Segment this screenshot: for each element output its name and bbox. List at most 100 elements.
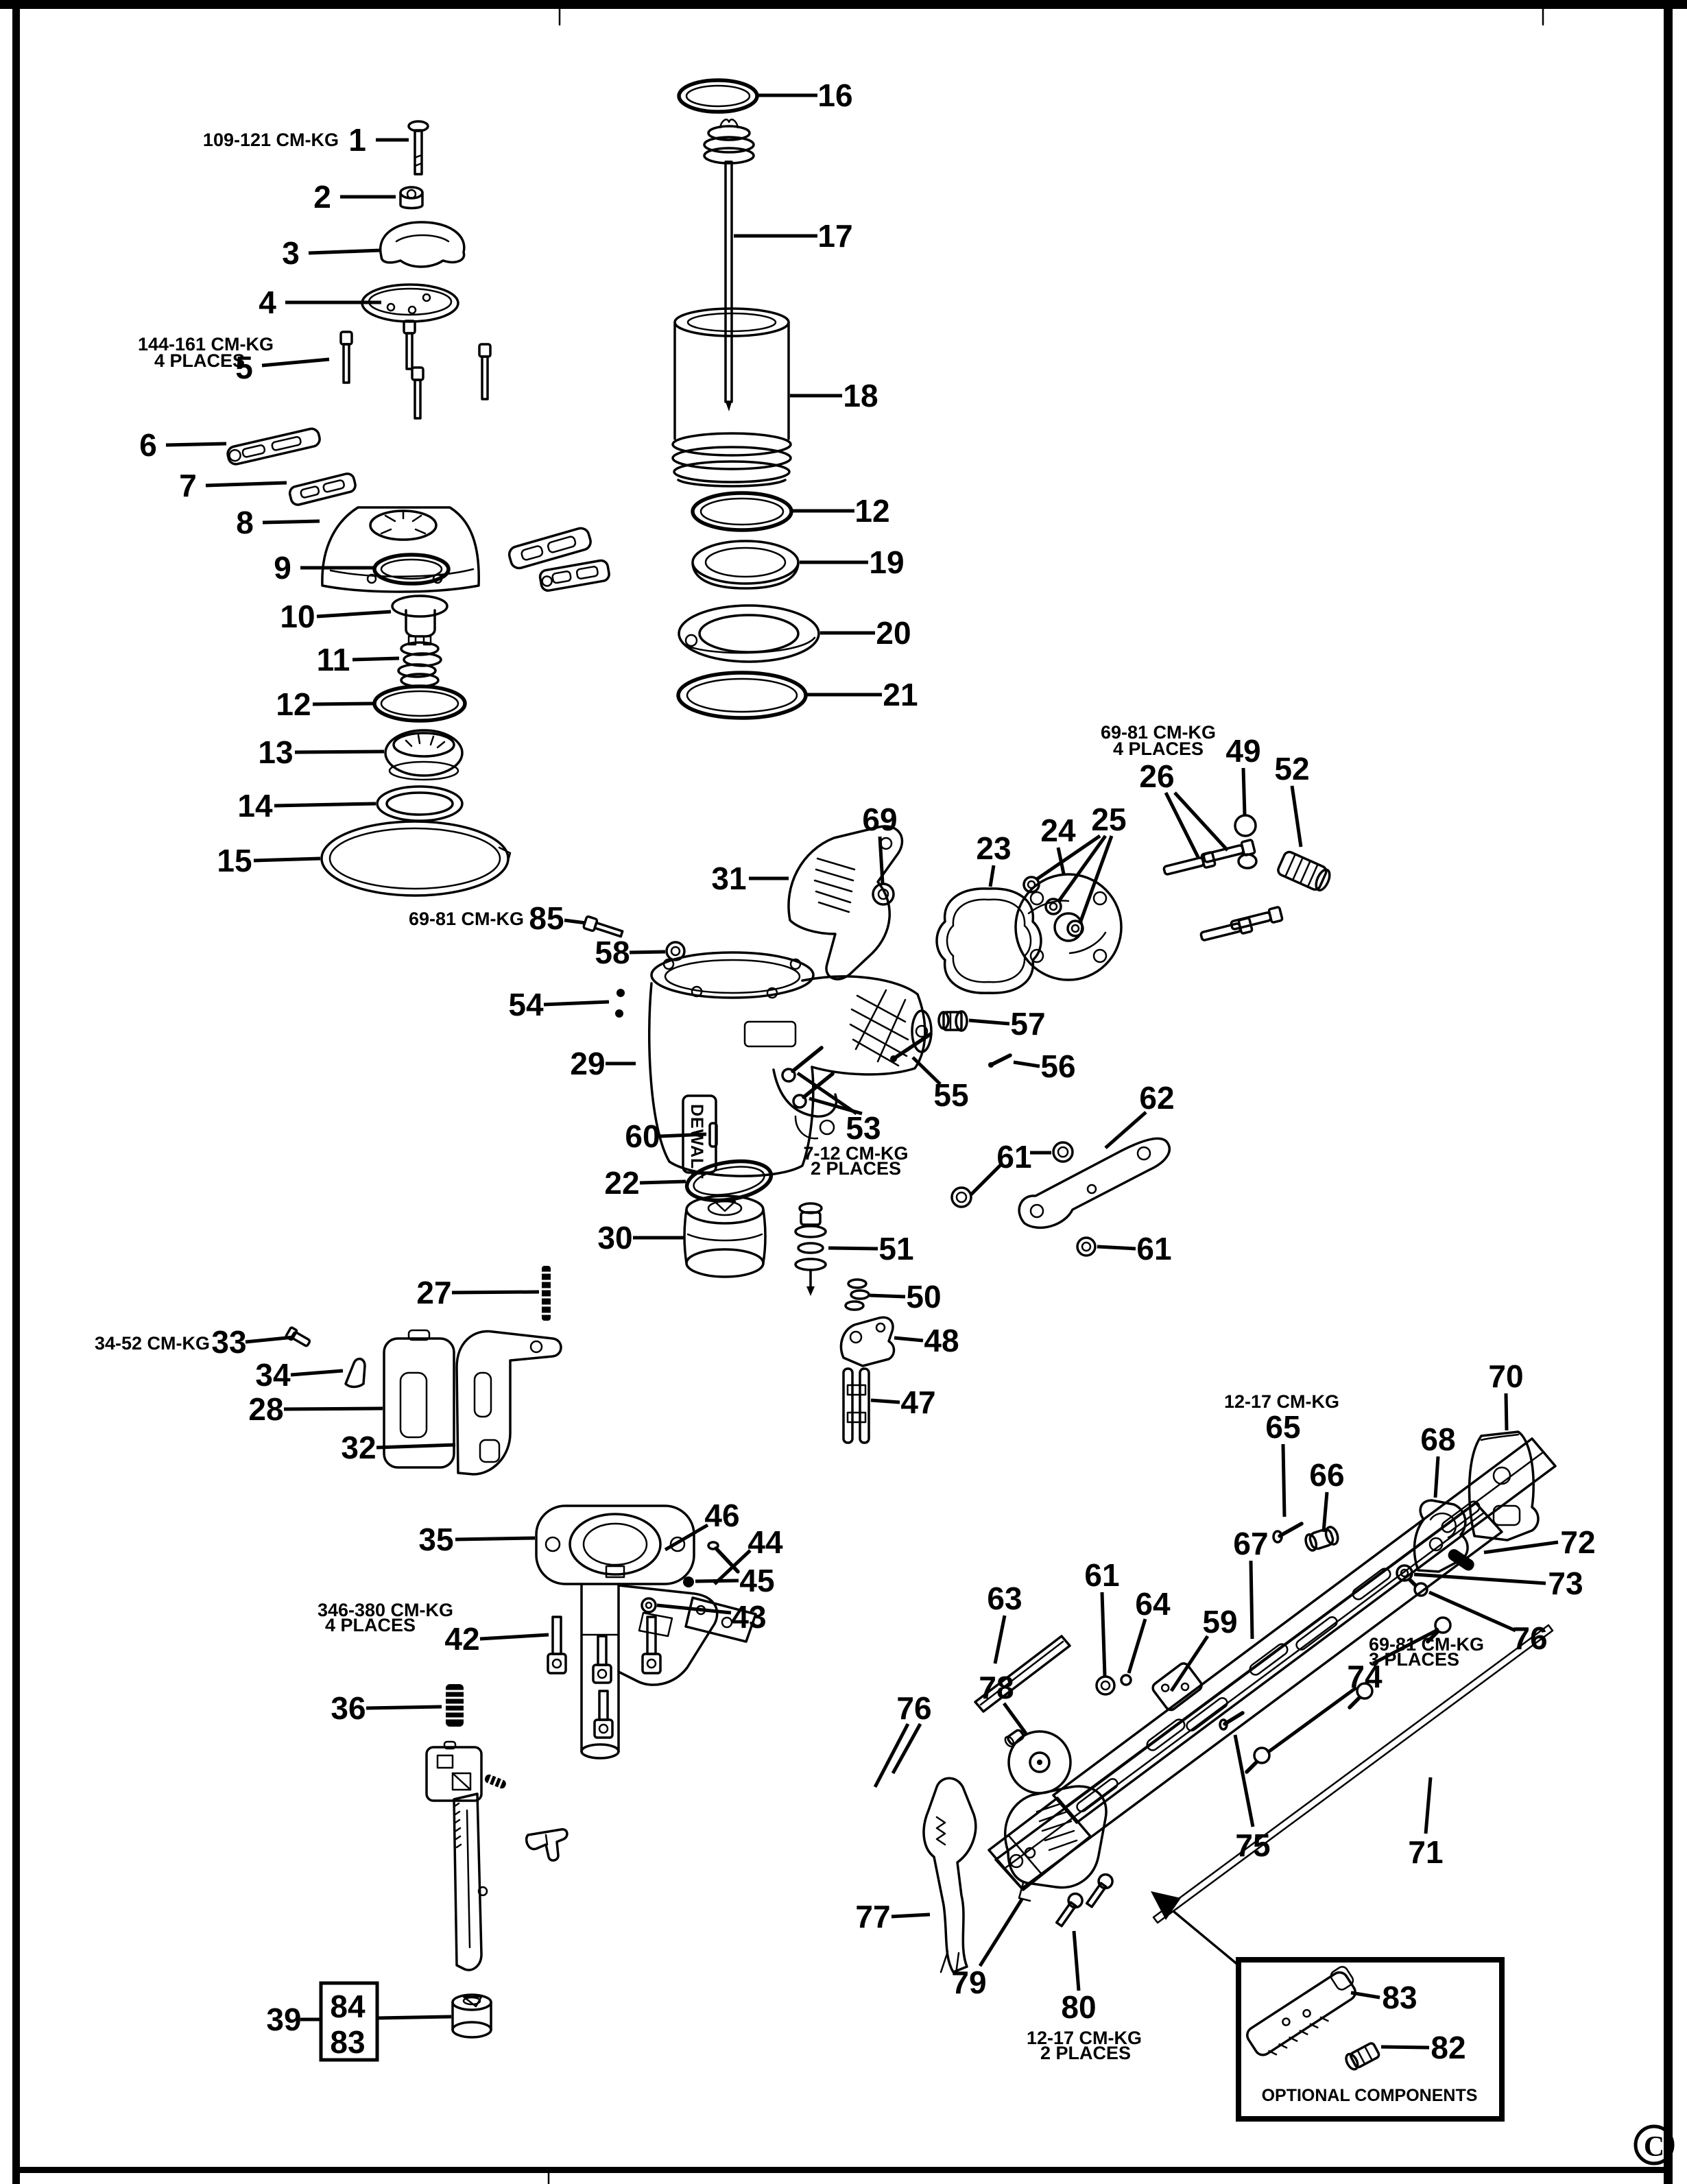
part-11-spring-drawing [397,641,442,688]
callout-1: 1 [348,122,366,158]
callout-80: 80 [1061,1989,1096,2025]
callout-18: 18 [843,378,878,413]
leader-line-27 [451,1290,540,1295]
leader-line-7 [205,481,287,488]
part-2-bushing-drawing [399,186,424,210]
leader-line-57 [968,1018,1010,1026]
callout-64: 64 [1135,1586,1171,1622]
part-61c-nut-drawing [1095,1675,1116,1696]
callout-62: 62 [1139,1080,1174,1116]
callout-21: 21 [883,677,918,712]
callout-39: 39 [266,2002,301,2037]
callout-50: 50 [906,1279,941,1315]
callout-12: 12 [854,493,889,529]
leader-line-49 [1241,767,1247,815]
callout-75: 75 [1235,1827,1270,1863]
part-66-button-drawing [1304,1526,1339,1552]
leader-line-10 [316,610,392,619]
part-59-plate-drawing [1151,1662,1203,1712]
callout-61: 61 [1136,1231,1171,1267]
part-72-spring-pin-drawing [1448,1549,1474,1571]
part-67-magazine-drawing [988,1437,1557,1891]
callout-24: 24 [1040,813,1076,848]
part-40-spring-drawing [484,1774,506,1789]
part-57-plug-drawing [937,1010,968,1032]
callout-42: 42 [444,1621,479,1657]
leader-line-15 [253,856,321,863]
part-37-latch-drawing [425,1740,483,1802]
leader-line-85 [564,918,586,925]
callout-44: 44 [747,1524,783,1560]
part-14-ring-drawing [376,785,464,822]
part-13-piston-cap-drawing [384,729,464,781]
callout-16: 16 [817,77,852,113]
callout-77: 77 [855,1899,890,1934]
part-80-screws-drawing [1055,1873,1114,1928]
callout-70: 70 [1488,1358,1523,1394]
callout-71: 71 [1408,1834,1443,1870]
part-64-pin-drawing [1120,1674,1132,1686]
part-78-wheel-drawing [1004,1729,1072,1795]
callout-33: 33 [211,1324,246,1360]
leader-line-3 [308,248,382,255]
leader-line-25 [1036,834,1101,881]
part-69-washer-drawing [872,883,895,906]
part-5-screws-drawing [339,320,492,420]
torque-note-2: 4 PLACES [1113,739,1204,759]
part-29-body-drawing: DEWALT [648,951,933,1179]
part-76-screw-right-drawing [1408,1578,1428,1597]
part-25-washers-drawing [1022,876,1084,937]
callout-10: 10 [280,599,315,634]
callout-65: 65 [1265,1409,1300,1445]
callout-58: 58 [595,935,630,970]
leader-line-80 [1072,1930,1081,1991]
callout-32: 32 [341,1430,376,1465]
vent-grille-pieces-drawing [507,527,610,592]
part-28-cover-drawing [383,1329,455,1469]
torque-note-2: 69-81 CM-KG [1101,722,1216,743]
torque-note-4: 7-12 CM-KG [803,1143,908,1164]
leader-line-5 [261,357,330,368]
leader-line-54 [543,1000,610,1007]
leader-line-70 [1504,1393,1509,1431]
callout-28: 28 [248,1391,283,1427]
callout-60: 60 [625,1118,660,1154]
callout-19: 19 [869,544,904,580]
leader-line-53 [796,1071,858,1116]
leader-line-56 [1013,1060,1040,1068]
callout-31: 31 [711,861,746,896]
callout-26: 26 [1139,758,1174,794]
part-41-clip-drawing [525,1828,569,1862]
callout-23: 23 [976,830,1011,866]
callout-27: 27 [416,1275,451,1310]
callout-61: 61 [996,1139,1031,1175]
optional-components-box: OPTIONAL COMPONENTS [1236,1957,1505,2122]
part-31-deflector-drawing [787,825,904,981]
leader-line-52 [1290,785,1303,848]
torque-note-5: 34-52 CM-KG [95,1333,210,1354]
leader-line-76 [1428,1590,1517,1633]
part-56-pin-drawing [988,1053,1012,1068]
leader-line-22 [639,1179,686,1185]
callout-11: 11 [317,642,350,677]
leader-line-8 [262,519,320,525]
callout-39-bracket [319,1981,379,2062]
leader-line-50 [869,1293,906,1299]
callout-45: 45 [739,1563,774,1598]
part-49-ball-drawing [1234,814,1258,869]
leader-line-51 [828,1246,878,1251]
part-17-driver-shaft-drawing [703,119,755,411]
callout-56: 56 [1040,1048,1075,1084]
part-50-spring-drawing [844,1278,870,1311]
leader-line-53 [809,1096,863,1116]
callout-82: 82 [1431,2030,1465,2065]
leader-lines-layer [165,93,1559,2050]
leader-line-46 [664,1523,709,1552]
leader-line-68 [1433,1456,1440,1498]
torque-note-1: 4 PLACES [154,350,245,371]
part-47-channel-drawing [842,1367,870,1444]
leader-line-6 [165,442,227,447]
torque-note-9: 2 PLACES [1040,2043,1131,2063]
callout-9: 9 [274,550,291,586]
